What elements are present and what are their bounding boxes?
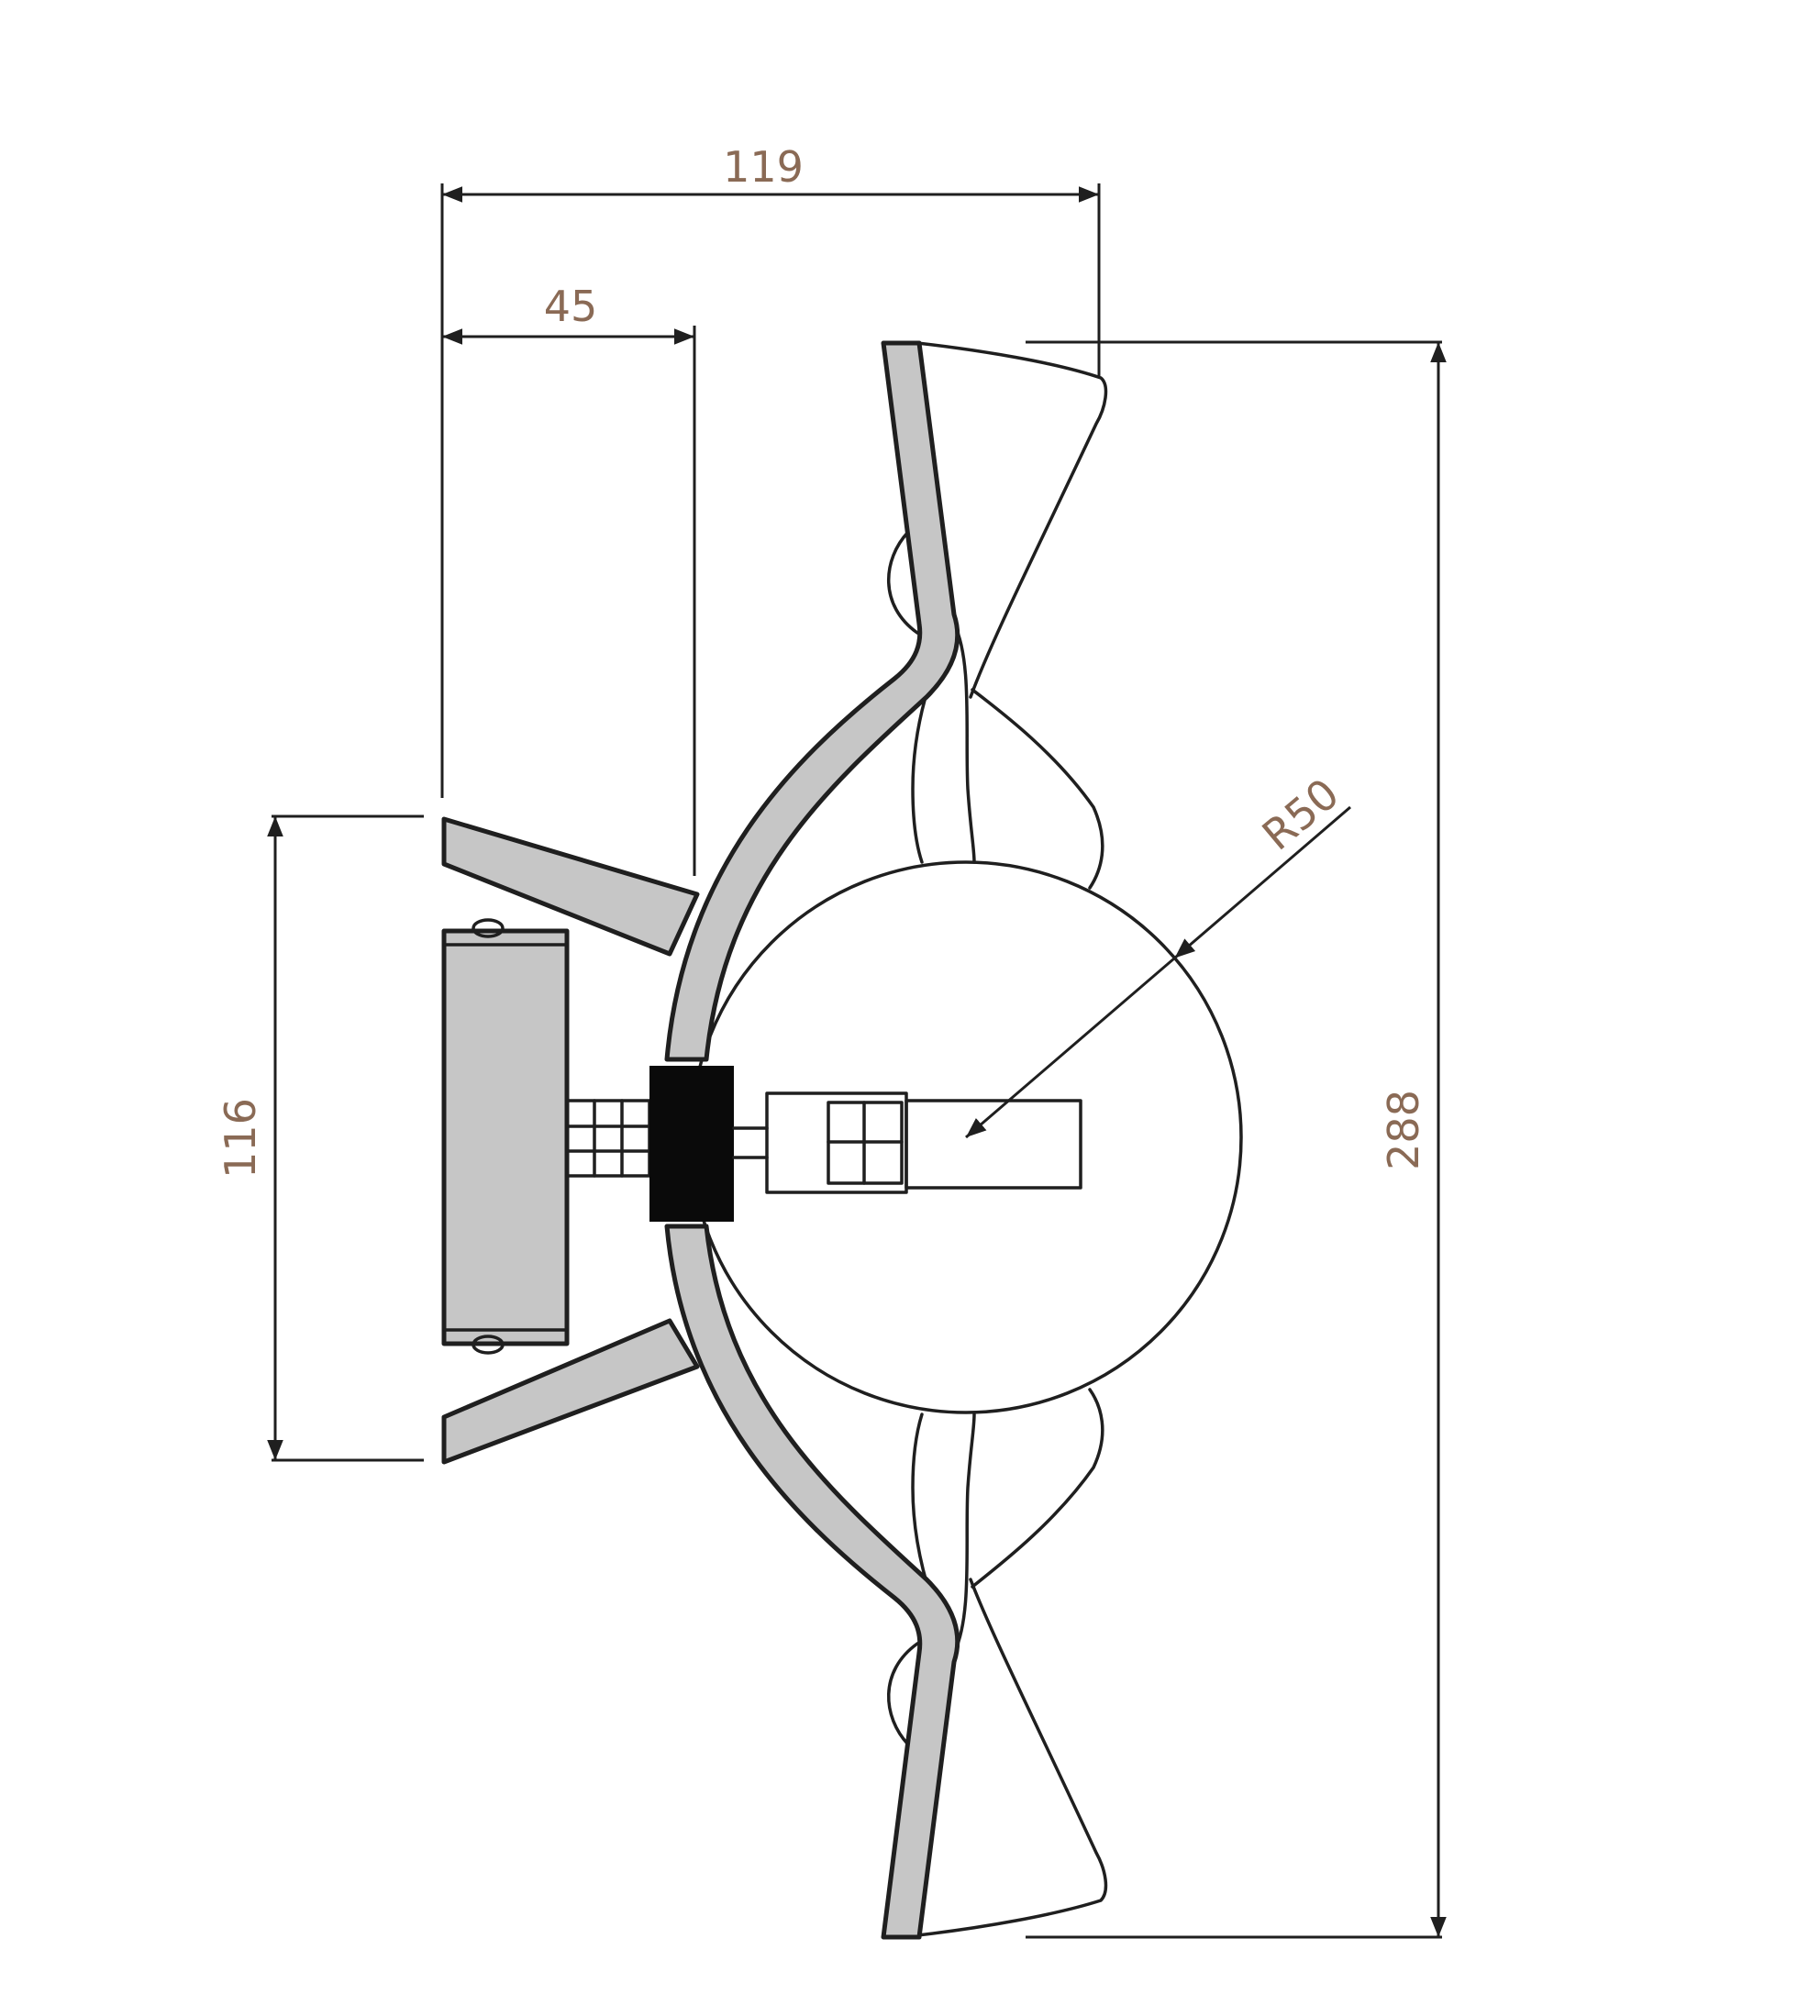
bracket-arm-lower <box>441 1318 700 1465</box>
dimension-overall-depth: 119 <box>440 142 1101 798</box>
main-arm <box>664 340 960 1940</box>
dimension-label-overall-depth: 119 <box>723 142 804 192</box>
dimension-mount-height: 116 <box>216 814 424 1462</box>
dimension-label-overall-height: 288 <box>1379 1090 1428 1170</box>
bracket-arm-upper <box>441 816 700 957</box>
dimension-mount-depth: 45 <box>442 282 696 876</box>
lamp-socket <box>732 1091 1082 1194</box>
wall-plate <box>441 918 570 1355</box>
connector-stub <box>565 1099 651 1178</box>
dimension-label-mount-depth: 45 <box>544 282 598 331</box>
main-arm-lower <box>664 1224 960 1940</box>
dimension-globe-radius: R50 <box>965 769 1351 1139</box>
dimension-label-globe-radius: R50 <box>1253 769 1348 860</box>
radius-arrowhead <box>1174 938 1196 958</box>
main-arm-upper <box>664 340 960 1062</box>
bracket-arms <box>441 816 700 1465</box>
dimension-overall-height: 288 <box>1026 340 1447 1939</box>
hub-connector <box>649 1066 734 1222</box>
dimension-label-mount-height: 116 <box>216 1098 265 1179</box>
